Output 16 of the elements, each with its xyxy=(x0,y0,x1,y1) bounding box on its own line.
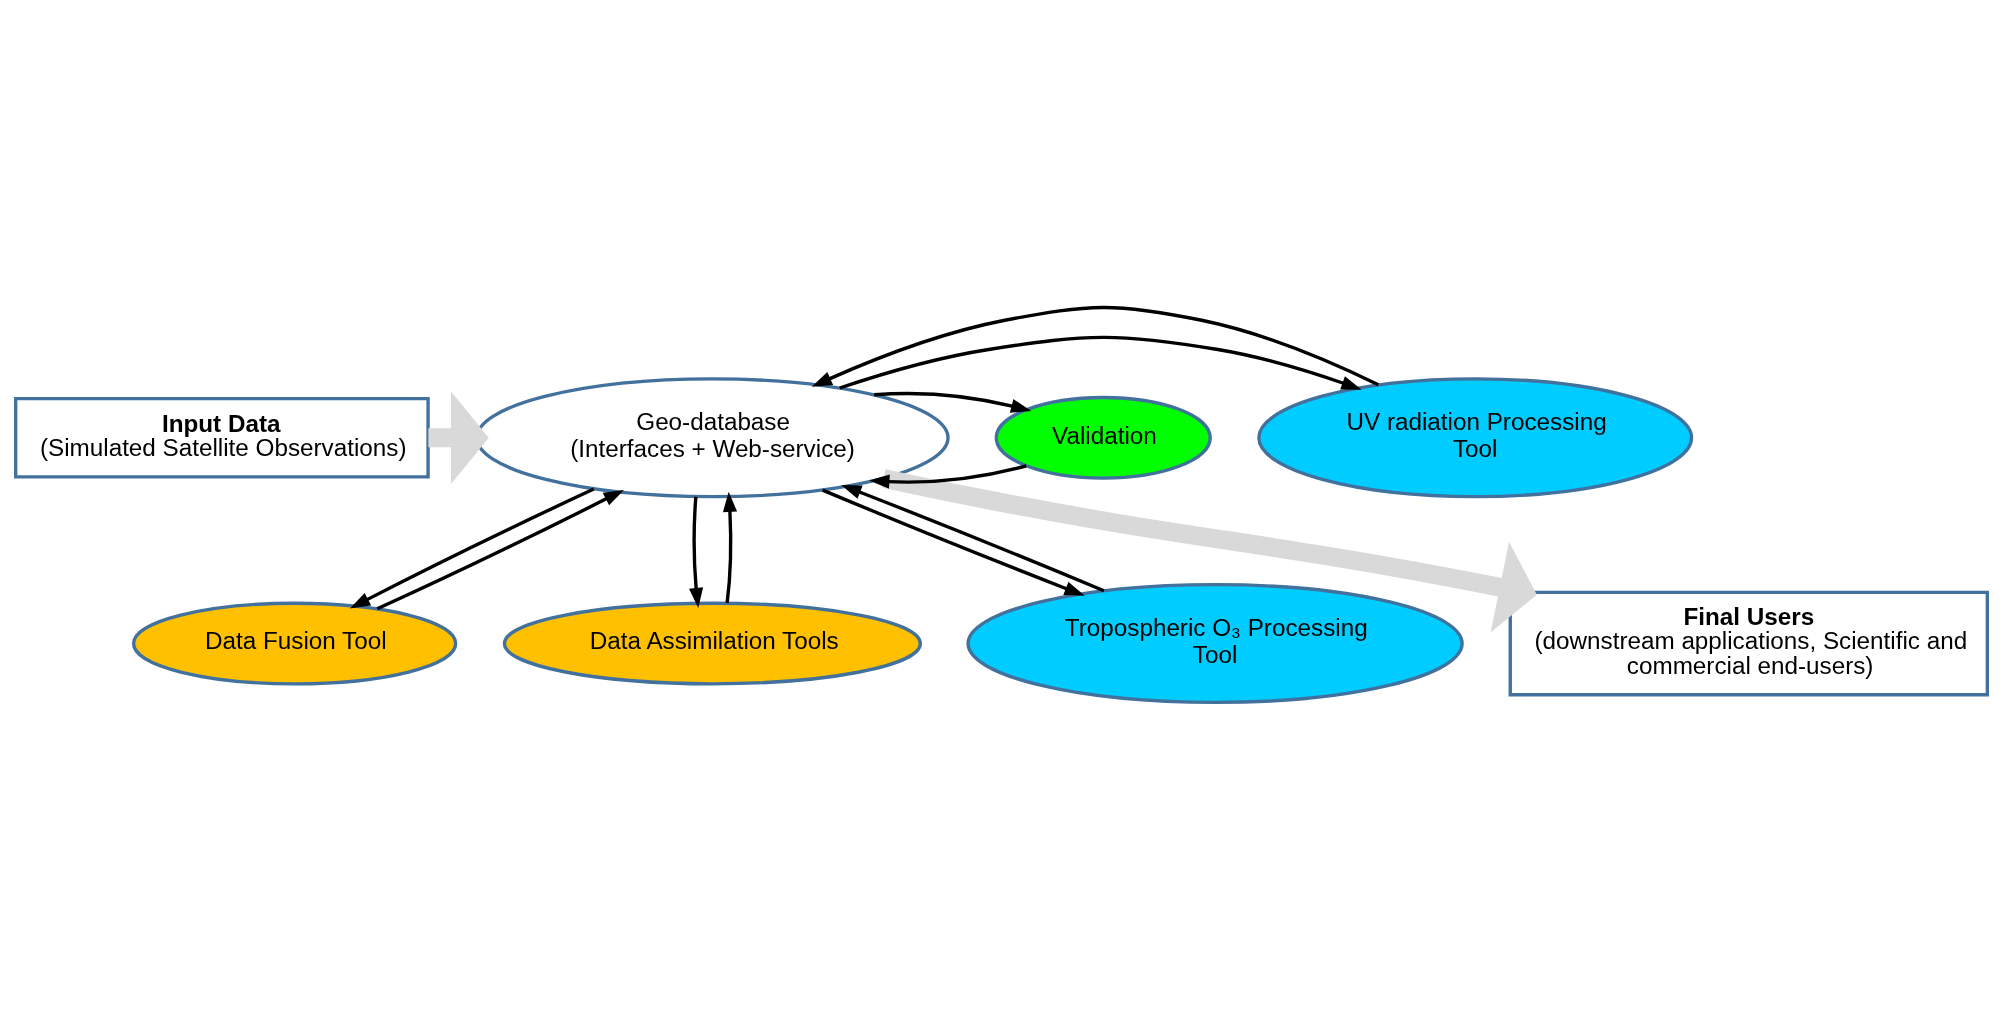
node-box: Input Data (Simulated Satellite Observations) xyxy=(14,396,430,479)
node-ellipse: Data Assimilation Tools xyxy=(502,601,923,685)
arrow xyxy=(689,496,704,608)
arrow xyxy=(821,488,1085,596)
arrow xyxy=(841,484,1105,592)
node-box: Final Users (downstream applications, Scientific and commercial end-users) xyxy=(1508,590,1989,696)
arrow xyxy=(839,335,1362,390)
arrow xyxy=(874,391,1032,413)
arrow xyxy=(349,487,595,608)
arrow xyxy=(376,489,624,610)
arrow xyxy=(722,491,738,603)
arrow xyxy=(869,463,1027,489)
arrow xyxy=(881,468,1537,632)
arrow xyxy=(428,390,489,484)
node-ellipse: Data Fusion Tool xyxy=(131,601,458,685)
arrow xyxy=(811,305,1380,387)
